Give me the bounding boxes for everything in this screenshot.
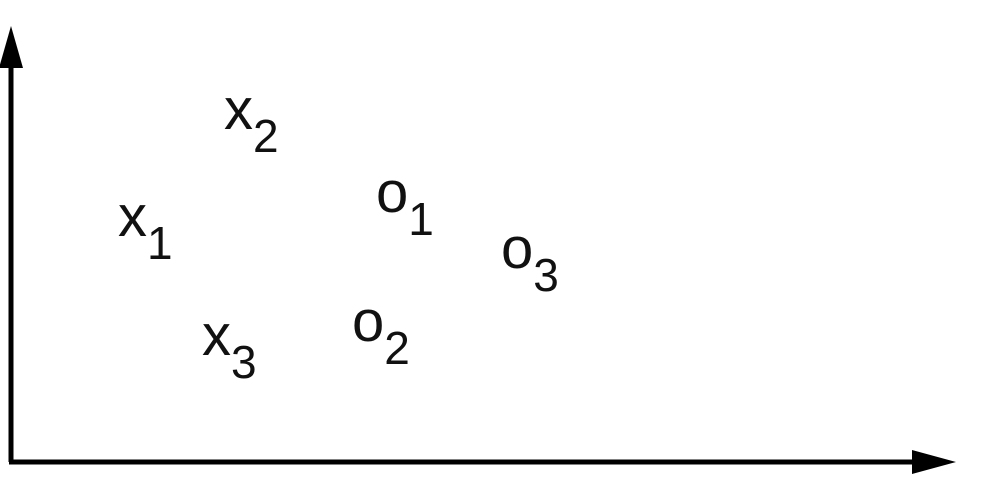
point-o3-index: 3 [533, 249, 559, 301]
x-axis-arrow-icon [912, 450, 956, 474]
point-o2: o2 [352, 289, 410, 374]
point-x1: x1 [118, 184, 173, 269]
point-x3-index: 3 [231, 336, 257, 388]
point-o1-symbol: o [376, 160, 408, 225]
point-o2-symbol: o [352, 289, 384, 354]
y-axis-arrow-icon [0, 26, 23, 68]
point-o1: o1 [376, 160, 434, 245]
point-o1-index: 1 [408, 193, 434, 245]
point-o2-index: 2 [384, 322, 410, 374]
point-x2-index: 2 [253, 110, 279, 162]
point-x3: x3 [202, 303, 257, 388]
point-x2: x2 [224, 77, 279, 162]
point-x1-symbol: x [118, 184, 147, 249]
point-o3-symbol: o [501, 216, 533, 281]
point-x3-symbol: x [202, 303, 231, 368]
point-x2-symbol: x [224, 77, 253, 142]
point-o3: o3 [501, 216, 559, 301]
point-x1-index: 1 [147, 217, 173, 269]
